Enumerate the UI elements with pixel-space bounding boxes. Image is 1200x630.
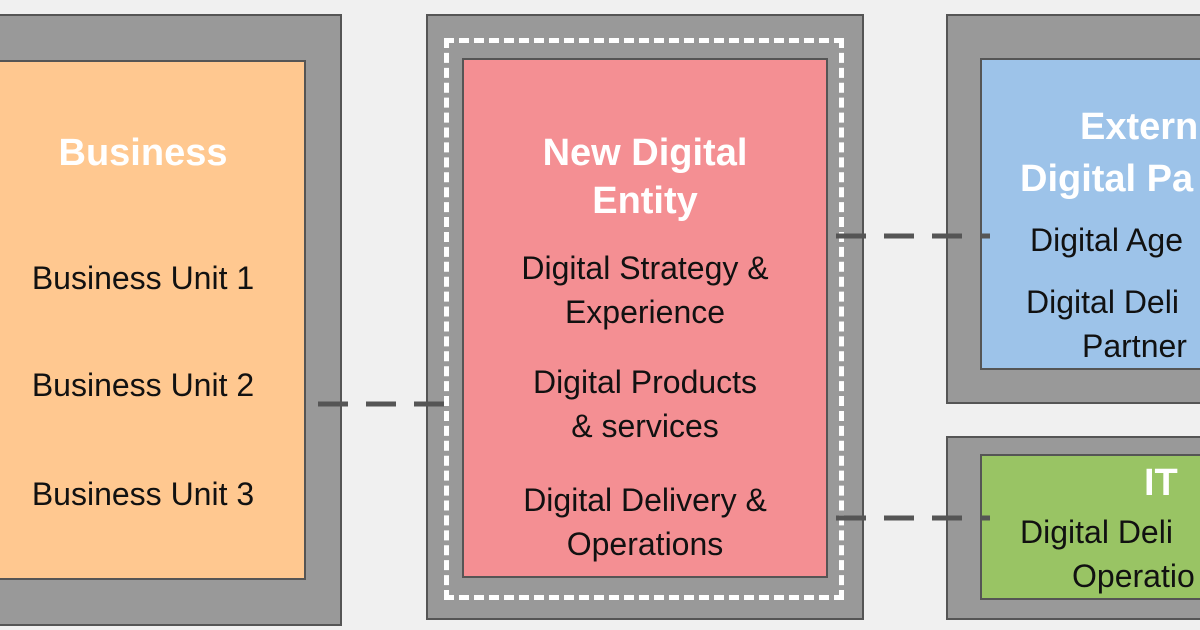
external-panel: Extern Digital Pa Digital Age Digital De…	[980, 58, 1200, 370]
entity-item-products-line1: Digital Products	[532, 364, 758, 400]
it-item-line2: Operatio	[1072, 558, 1195, 594]
entity-dashed-border	[444, 38, 844, 600]
business-unit-2: Business Unit 2	[31, 367, 255, 403]
external-title-line2: Digital Pa	[1020, 158, 1194, 200]
external-item-delivery-line2: Partner	[1082, 328, 1187, 364]
external-item-agency: Digital Age	[1030, 222, 1183, 258]
business-panel: Business Business Unit 1 Business Unit 2…	[0, 60, 306, 580]
entity-title-line1: New Digital	[542, 132, 748, 174]
external-item-delivery-line1: Digital Deli	[1026, 284, 1179, 320]
entity-item-products-line2: & services	[571, 408, 719, 444]
it-item-line1: Digital Deli	[1020, 514, 1173, 550]
entity-item-delivery-line1: Digital Delivery &	[523, 482, 767, 518]
entity-item-strategy-line2: Experience	[564, 294, 726, 330]
it-title: IT	[1144, 462, 1178, 504]
entity-title-line2: Entity	[592, 180, 698, 222]
entity-item-delivery-line2: Operations	[566, 526, 724, 562]
entity-item-strategy-line1: Digital Strategy &	[521, 250, 769, 286]
it-panel: IT Digital Deli Operatio	[980, 454, 1200, 600]
business-unit-1: Business Unit 1	[31, 260, 255, 296]
entity-panel: New Digital Entity Digital Strategy & Ex…	[462, 58, 828, 578]
business-title: Business	[58, 132, 228, 174]
business-unit-3: Business Unit 3	[31, 476, 255, 512]
external-title-line1: Extern	[1080, 106, 1199, 148]
